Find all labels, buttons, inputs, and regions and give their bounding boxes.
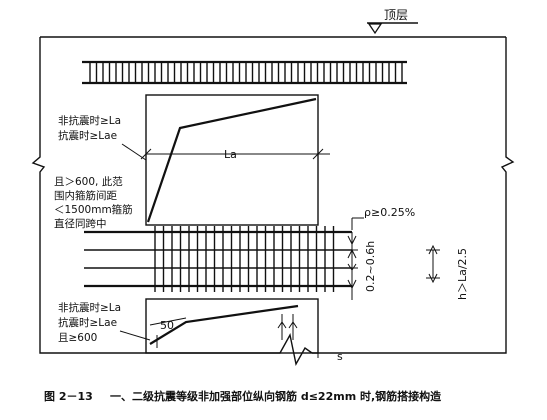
figure-caption: 图 2－13 一、二级抗震等级非加强部位纵向钢筋 d≤22mm 时,钢筋搭接构造 xyxy=(44,389,442,403)
ratio-note: ρ≥0.25% xyxy=(351,206,415,230)
upper-splice-note: 非抗震时≥La 抗震时≥Lae xyxy=(58,114,147,161)
fifty-label: 50 xyxy=(160,319,174,332)
s-label: s xyxy=(337,350,343,363)
lower-min-text: 且≥600 xyxy=(58,332,97,344)
dim-h: h＞La/2.5 xyxy=(426,244,469,300)
upper-seismic-text: 抗震时≥Lae xyxy=(58,129,117,142)
figure-number: 图 2－13 xyxy=(44,390,93,403)
ratio-label: ρ≥0.25% xyxy=(364,206,415,219)
top-floor-marker: 顶层 xyxy=(367,8,418,35)
lower-seismic-text: 抗震时≥Lae xyxy=(58,316,117,329)
s-dimension: s xyxy=(317,349,360,363)
mid-note-line-3: ＜1500mm箍筋 xyxy=(54,203,133,216)
dim-02-06h-label: 0.2~0.6h xyxy=(364,241,377,292)
lower-nonseismic-text: 非抗震时≥La xyxy=(58,301,121,314)
h-vertical-label: h＞La/2.5 xyxy=(456,248,469,300)
caption-text: 一、二级抗震等级非加强部位纵向钢筋 d≤22mm 时,钢筋搭接构造 xyxy=(110,389,442,403)
lower-splice-box: 50 xyxy=(145,298,319,354)
la-label: La xyxy=(224,148,237,161)
upper-splice-box: La xyxy=(140,94,330,226)
dim-02-06h: 0.2~0.6h xyxy=(346,232,377,300)
mid-note-line-4: 直径同跨中 xyxy=(54,217,107,230)
middle-beam xyxy=(84,226,352,292)
top-floor-label: 顶层 xyxy=(384,8,408,22)
mid-note-line-2: 围内箍筋间距 xyxy=(54,189,117,202)
top-beam xyxy=(82,60,407,85)
middle-note: 且＞600, 此范 围内箍筋间距 ＜1500mm箍筋 直径同跨中 xyxy=(54,175,133,230)
upper-nonseismic-text: 非抗震时≥La xyxy=(58,114,121,127)
mid-note-line-1: 且＞600, 此范 xyxy=(54,175,123,188)
lower-splice-note: 非抗震时≥La 抗震时≥Lae 且≥600 xyxy=(58,301,151,344)
